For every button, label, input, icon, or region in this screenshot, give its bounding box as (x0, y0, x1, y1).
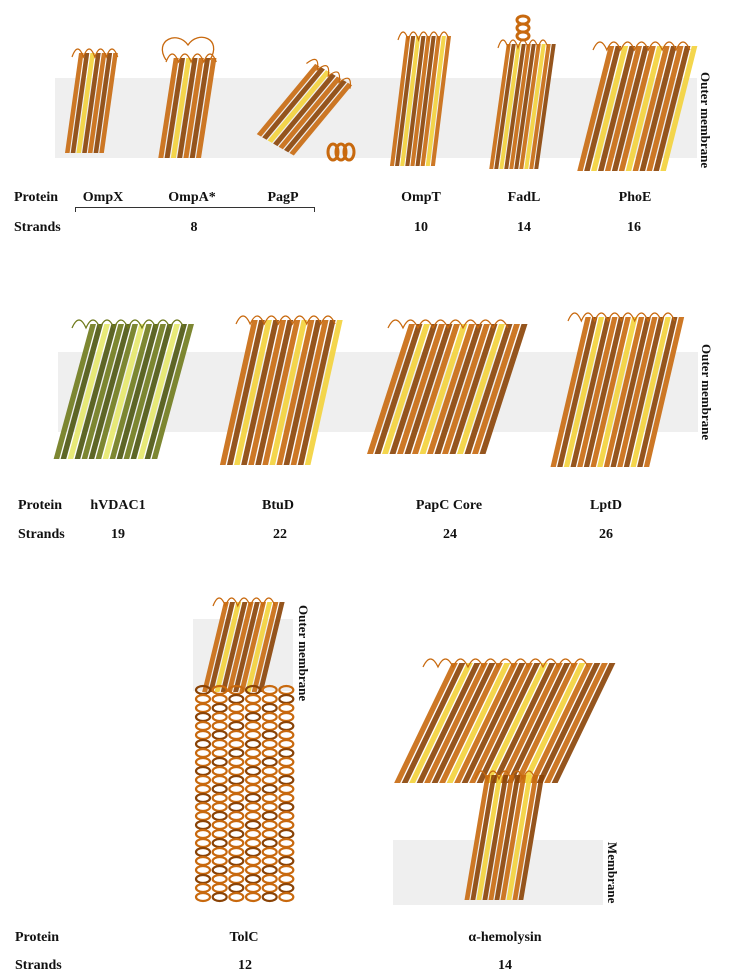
protein-name-ompt: OmpT (376, 190, 466, 206)
strand-count-22: 22 (235, 527, 325, 543)
hemolysin-structure (415, 655, 595, 925)
helix-pagp (328, 144, 354, 160)
barrel-ompt (390, 28, 452, 173)
barrel-btud (228, 292, 338, 472)
barrel-fadl (490, 8, 560, 173)
protein-name-pagp: PagP (238, 190, 328, 206)
helix-fadl (517, 16, 529, 40)
barrel-ompx (62, 45, 122, 163)
strands-row-label-3: Strands (15, 958, 62, 974)
protein-name-papc-core: PapC Core (404, 498, 494, 514)
barrel-lptd (560, 295, 680, 480)
outer-membrane-label-2: Outer membrane (699, 342, 713, 442)
strand-count-12: 12 (200, 958, 290, 974)
protein-name-phoe: PhoE (590, 190, 680, 206)
barrel-hvdac1 (60, 312, 190, 472)
strand-count-24: 24 (405, 527, 495, 543)
membrane-label-hemolysin: Membrane (605, 830, 619, 915)
strand-count-16: 16 (589, 220, 679, 236)
tolc-structure (185, 590, 305, 920)
strands-row-label-2: Strands (18, 527, 65, 543)
outer-membrane-label-1: Outer membrane (698, 70, 712, 170)
protein-name-tolc: TolC (199, 930, 289, 946)
barrel-phoe (585, 38, 690, 178)
strands-row-label-1: Strands (14, 220, 61, 236)
protein-row-label-3: Protein (15, 930, 59, 946)
protein-name-hvdac1: hVDAC1 (73, 498, 163, 514)
protein-row-label-2: Protein (18, 498, 62, 514)
protein-name-ompa: OmpA* (147, 190, 237, 206)
strand-count-10: 10 (376, 220, 466, 236)
strand-count-14a: 14 (479, 220, 569, 236)
protein-row-label-1: Protein (14, 190, 58, 206)
protein-name-alpha-hemolysin: α-hemolysin (460, 930, 550, 946)
protein-name-ompx: OmpX (58, 190, 148, 206)
strand-count-14b: 14 (460, 958, 550, 974)
group-bracket-8-strands (75, 207, 315, 213)
strand-count-26: 26 (561, 527, 651, 543)
protein-name-fadl: FadL (479, 190, 569, 206)
barrel-pagp (255, 55, 365, 165)
barrel-ompa (148, 30, 228, 165)
barrel-papc-core (380, 312, 520, 472)
protein-name-lptd: LptD (561, 498, 651, 514)
strand-count-8: 8 (149, 220, 239, 236)
protein-name-btud: BtuD (233, 498, 323, 514)
strand-count-19: 19 (73, 527, 163, 543)
